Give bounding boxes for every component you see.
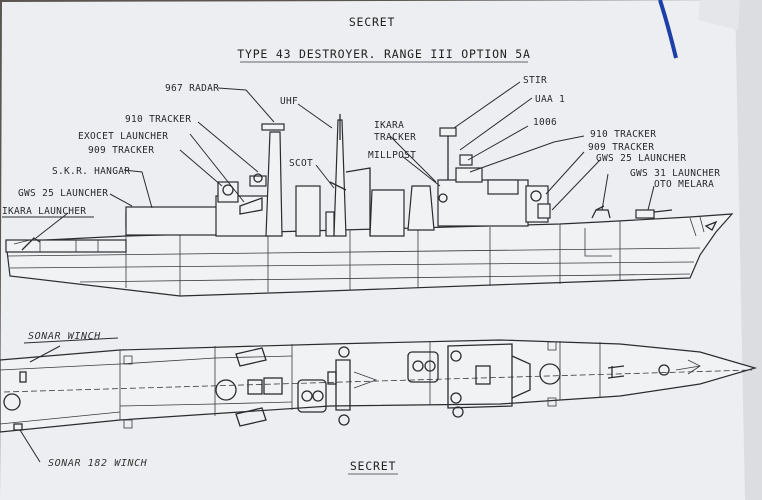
label-oto-melara: OTO MELARA: [654, 179, 714, 190]
label-stir: STIR: [523, 75, 547, 86]
label-ikara-launcher: IKARA LAUNCHER: [2, 206, 86, 217]
label-uhf: UHF: [280, 96, 298, 107]
hull-plan: [0, 339, 758, 433]
label-909-tracker-aft: 909 TRACKER: [88, 145, 154, 156]
label-gws25-launcher-aft: GWS 25 LAUNCHER: [18, 188, 108, 199]
label-1006: 1006: [533, 117, 557, 128]
stir-director: [439, 127, 457, 137]
radar-967-mast: [265, 131, 283, 237]
label-910-tracker-aft: 910 TRACKER: [125, 114, 191, 125]
label-sonar-winch: SONAR WINCH: [28, 331, 101, 342]
label-uaa1: UAA 1: [535, 94, 565, 105]
classification-top: SECRET: [349, 15, 395, 29]
tag-string: [658, 0, 678, 59]
label-ikara-tracker-line1: IKARA: [374, 120, 404, 131]
label-ikara-tracker-line2: TRACKER: [374, 132, 416, 143]
oto-melara-gun: [635, 209, 655, 219]
classification-bottom: SECRET: [350, 459, 396, 473]
label-skr-hangar: S.K.R. HANGAR: [52, 166, 130, 177]
label-gws25-launcher-fwd: GWS 25 LAUNCHER: [596, 153, 686, 164]
label-millpost: MILLPOST: [368, 150, 416, 161]
uhf-mast: [333, 119, 347, 237]
label-exocet-launcher: EXOCET LAUNCHER: [78, 131, 168, 142]
label-967-radar: 967 RADAR: [165, 83, 219, 94]
label-909-tracker-fwd: 909 TRACKER: [588, 142, 654, 153]
drawing-title: TYPE 43 DESTROYER. RANGE III OPTION 5A: [237, 47, 531, 61]
plan-view: [0, 339, 758, 433]
leader-lines: [35, 81, 655, 239]
skr-hangar: [125, 206, 219, 236]
side-profile: [5, 114, 734, 297]
label-910-tracker-fwd: 910 TRACKER: [590, 129, 656, 140]
label-scot: SCOT: [289, 158, 313, 169]
label-sonar-182-winch: SONAR 182 WINCH: [48, 458, 148, 469]
label-gws31-launcher: GWS 31 LAUNCHER: [630, 168, 720, 179]
